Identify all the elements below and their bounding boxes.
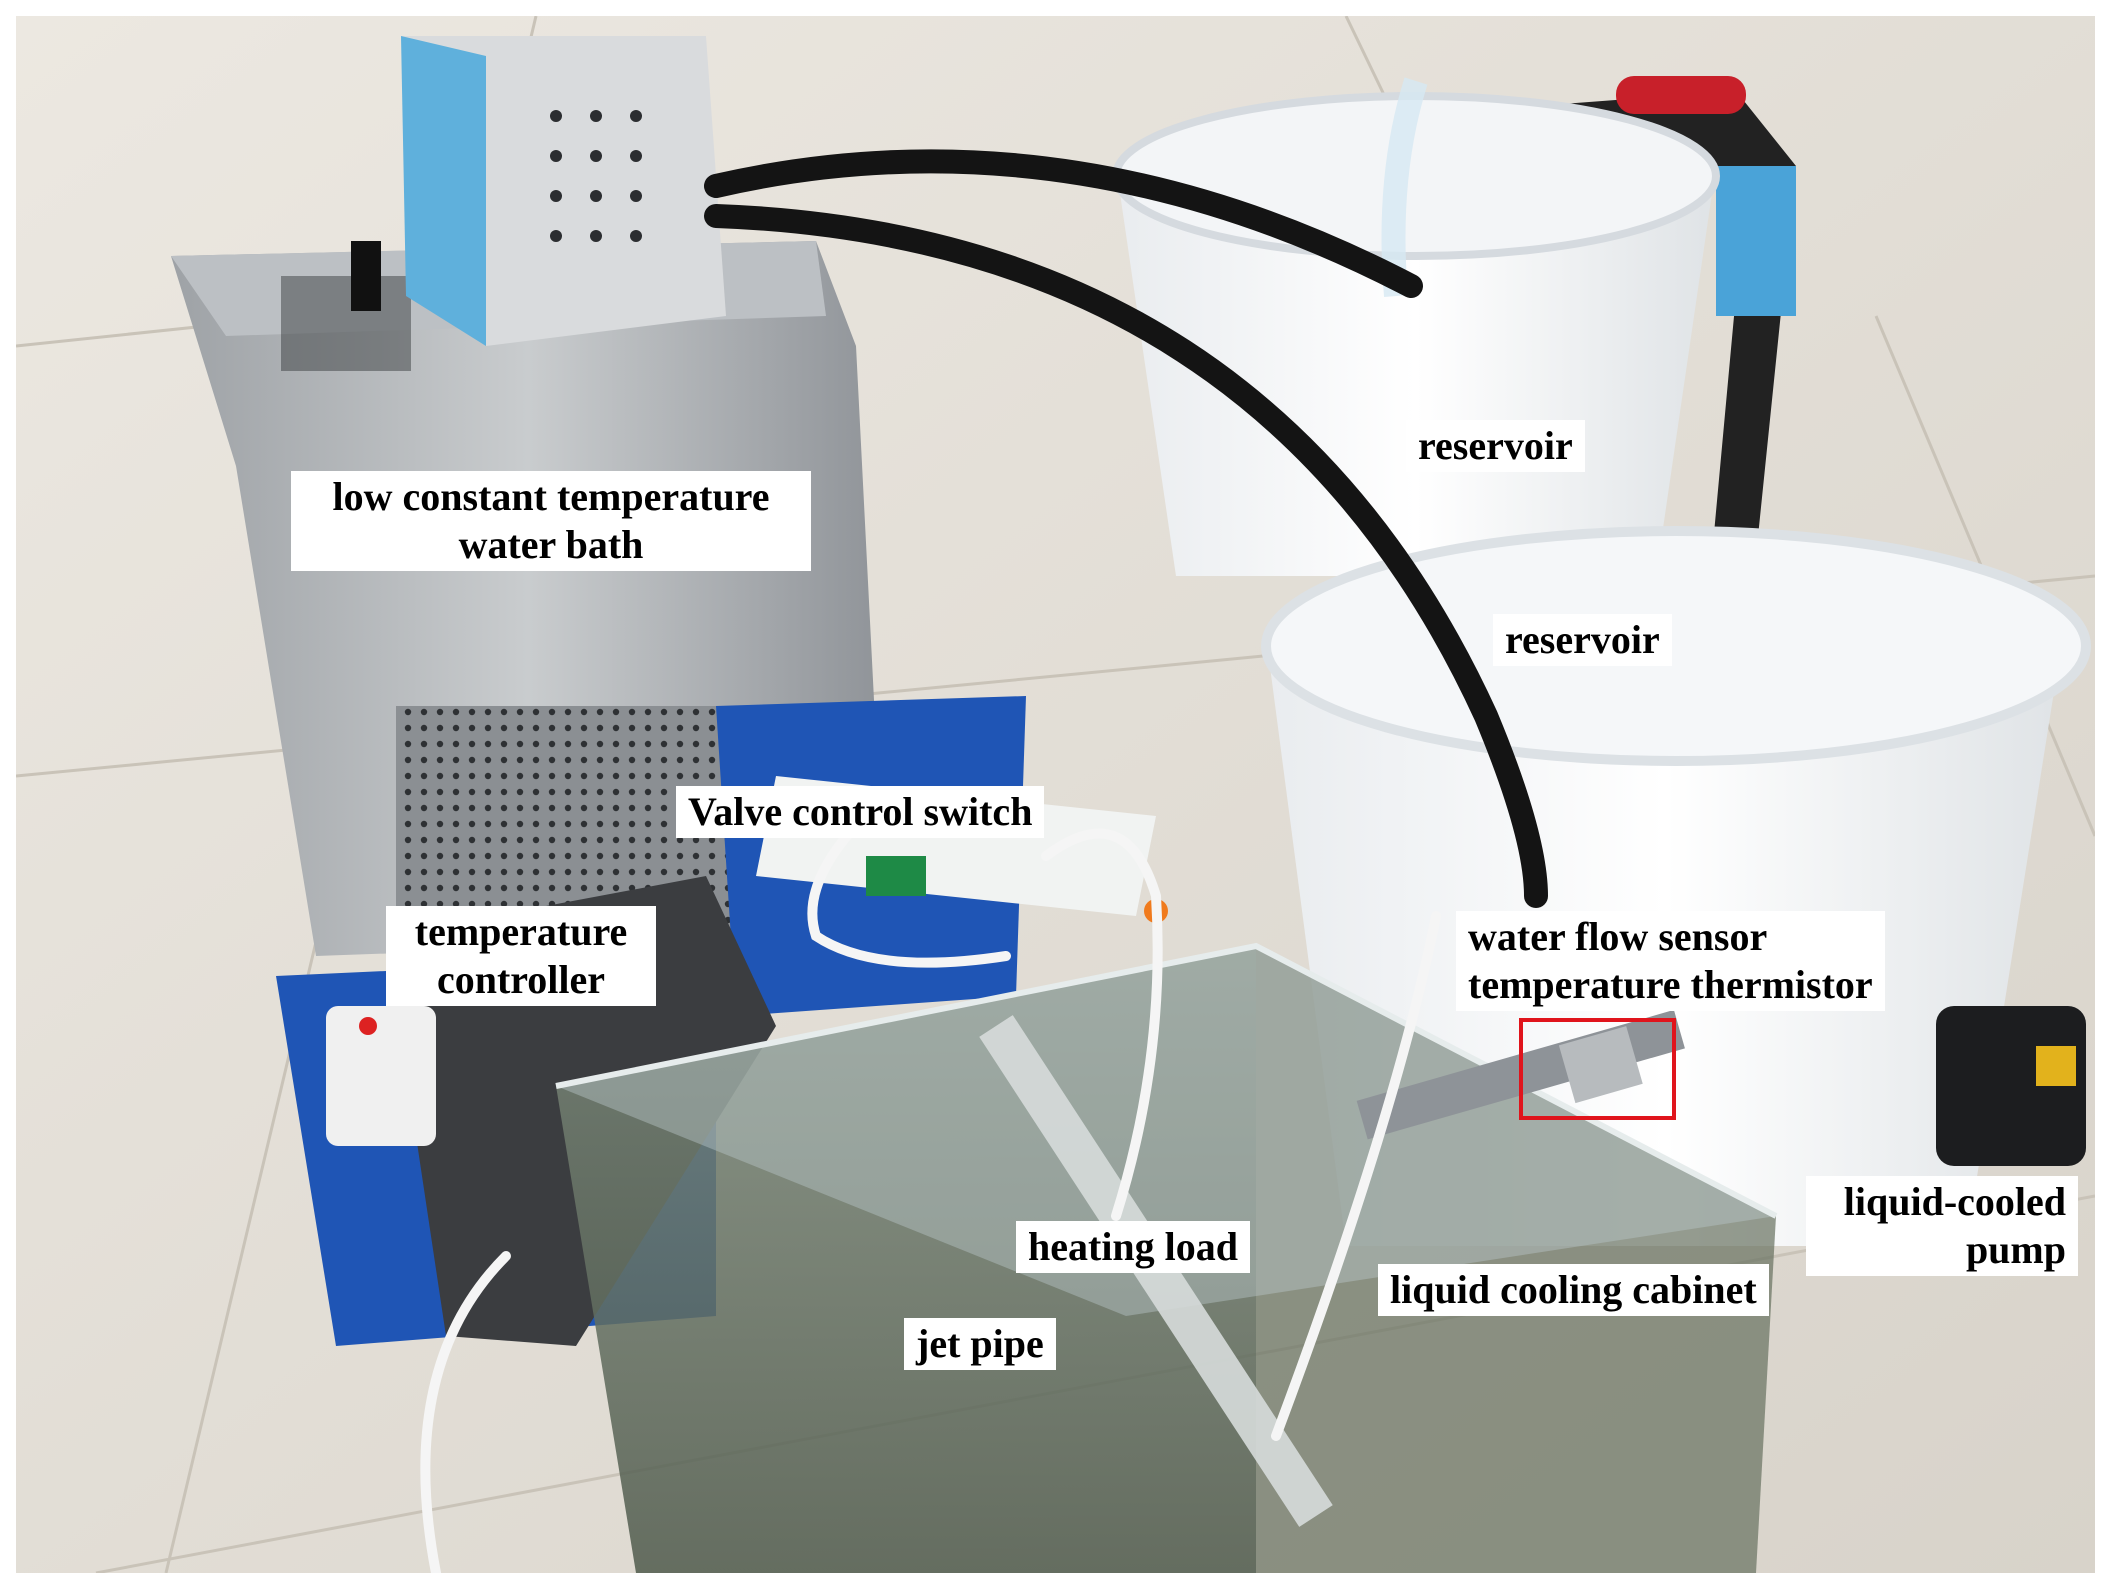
label-liquid-cooled-pump: liquid-cooled pump	[1806, 1176, 2078, 1276]
label-reservoir-front: reservoir	[1493, 614, 1672, 666]
sensor-highlight-box	[1519, 1018, 1676, 1120]
label-heating-load: heating load	[1016, 1221, 1251, 1273]
label-temperature-controller: temperature controller	[386, 906, 656, 1006]
hoses	[704, 149, 1548, 908]
label-water-bath-line2: water bath	[458, 522, 644, 567]
label-sensor-line2: temperature thermistor	[1468, 962, 1873, 1007]
top-controller-box	[401, 36, 726, 346]
label-water-bath: low constant temperature water bath	[291, 471, 811, 571]
label-sensor-line1: water flow sensor	[1468, 914, 1768, 959]
label-pump-line1: liquid-cooled	[1843, 1179, 2066, 1224]
label-liquid-cooling-cabinet: liquid cooling cabinet	[1378, 1264, 1769, 1316]
label-pump-line2: pump	[1965, 1227, 2066, 1272]
bucket-back	[1112, 77, 1720, 576]
label-water-bath-line1: low constant temperature	[332, 474, 770, 519]
lab-photo: low constant temperature water bath rese…	[16, 16, 2095, 1573]
label-temperature-controller-line2: controller	[436, 957, 606, 1002]
white-cables	[420, 791, 1441, 1573]
photo-scene	[16, 16, 2095, 1573]
label-jet-pipe: jet pipe	[904, 1318, 1056, 1370]
label-reservoir-back: reservoir	[1406, 420, 1585, 472]
label-temperature-controller-line1: temperature	[414, 909, 628, 954]
label-sensor: water flow sensor temperature thermistor	[1456, 911, 1885, 1011]
label-valve-control-switch: Valve control switch	[676, 786, 1045, 838]
pump	[1936, 1006, 2086, 1166]
